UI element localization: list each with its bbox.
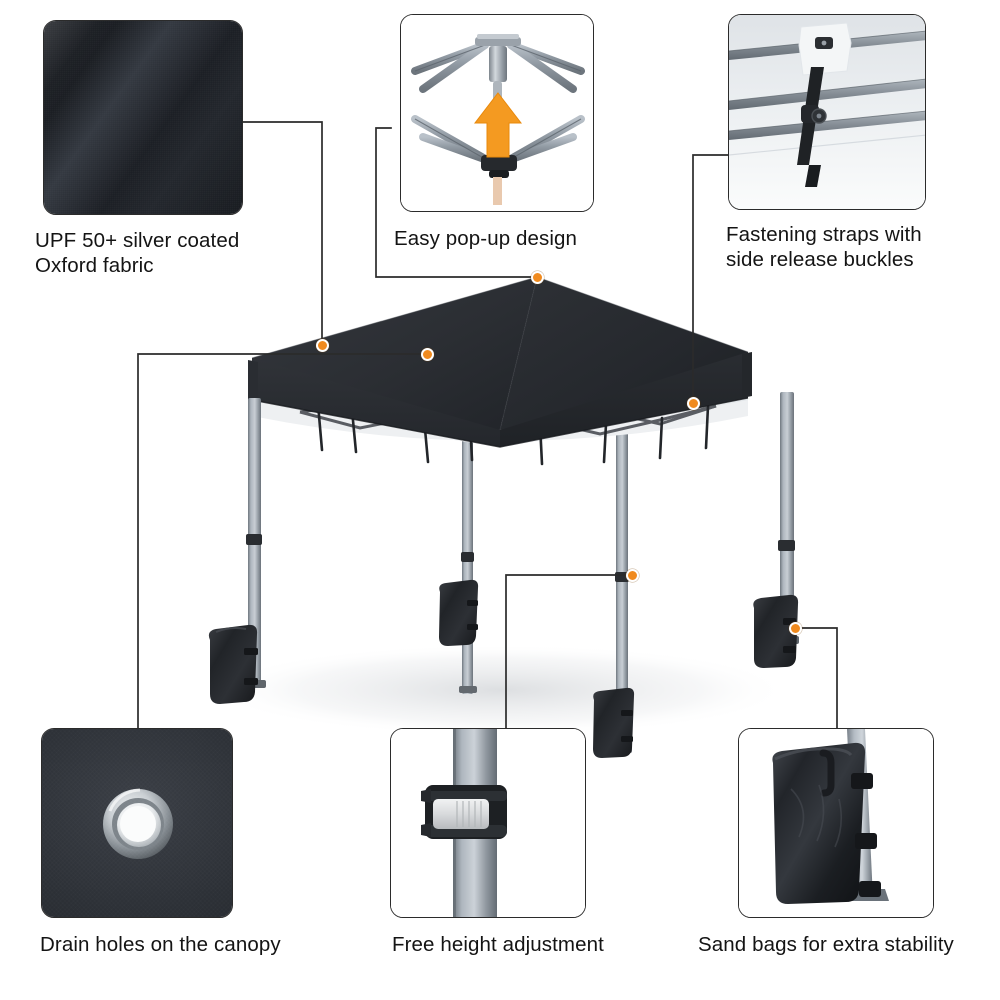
truss-mechanism-image <box>401 15 593 211</box>
arrow-up-icon <box>473 92 523 158</box>
feature-panel-height-adjust[interactable] <box>390 728 586 918</box>
marker-dot-upf-fabric <box>315 338 329 352</box>
feature-caption-upf-fabric: UPF 50+ silver coated Oxford fabric <box>35 229 240 277</box>
feature-caption-height-adjust: Free height adjustment <box>392 933 604 956</box>
sandbag-image <box>739 729 933 917</box>
marker-dot-height-adjust <box>625 568 639 582</box>
marker-dot-sand-bags <box>788 621 802 635</box>
feature-caption-sand-bags: Sand bags for extra stability <box>698 933 954 956</box>
side-release-buckle <box>801 105 827 124</box>
feature-caption-pop-up: Easy pop-up design <box>394 227 578 250</box>
height-adjust-clamp <box>421 785 507 839</box>
sandbag-rear-right <box>593 687 635 758</box>
feature-panel-sand-bags[interactable] <box>738 728 934 918</box>
marker-dot-pop-up <box>530 270 544 284</box>
marker-dot-drain-holes <box>420 347 434 361</box>
sandbag-front-left <box>208 624 258 704</box>
feature-panel-drain-holes[interactable] <box>41 728 233 918</box>
feature-caption-drain-holes: Drain holes on the canopy <box>40 933 281 956</box>
feature-caption-straps: Fastening straps with side release buckl… <box>726 223 922 271</box>
feature-panel-upf-fabric[interactable] <box>43 20 243 215</box>
feature-panel-straps[interactable] <box>728 14 926 210</box>
grommet-image <box>42 729 232 917</box>
strap-buckle-image <box>729 15 925 209</box>
sand-bag <box>772 742 881 904</box>
fabric-swatch-image <box>44 21 242 214</box>
feature-panel-pop-up[interactable] <box>400 14 594 212</box>
marker-dot-straps <box>686 396 700 410</box>
leg-clamp-image <box>391 729 585 917</box>
sandbag-rear-left <box>439 579 479 646</box>
